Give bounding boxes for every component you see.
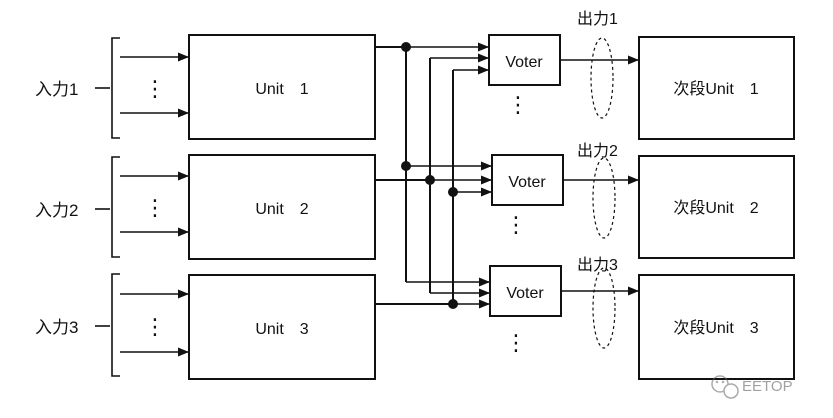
- output-label-3: 出力3: [577, 256, 618, 274]
- input-group-2: 入力2 ⋮: [35, 156, 190, 258]
- output-2: 出力2: [563, 142, 640, 239]
- next-stage-3: 次段Unit 3: [638, 274, 795, 380]
- junction-dot: [401, 42, 411, 52]
- next-stage-box-3: [638, 274, 795, 380]
- next-stage-label-1: 次段Unit 1: [673, 80, 758, 98]
- output-bundle-3: [592, 267, 616, 349]
- unit-1: Unit 1: [188, 34, 376, 140]
- input-bracket-3: [111, 273, 120, 377]
- unit-box-2: [188, 154, 376, 260]
- input-label-3: 入力3: [35, 318, 78, 337]
- watermark-text: EETOP: [742, 378, 793, 395]
- input-label-2: 入力2: [35, 201, 78, 220]
- input-group-3: 入力3 ⋮: [35, 273, 190, 377]
- input-group-1: 入力1 ⋮: [35, 37, 190, 139]
- voter-1: Voter ⋮: [488, 34, 561, 117]
- junction-dot: [448, 299, 458, 309]
- voter-label-2: Voter: [508, 174, 546, 191]
- voter-ellipsis-3: ⋮: [505, 330, 527, 355]
- watermark: EETOP: [711, 375, 793, 399]
- junction-dot: [401, 161, 411, 171]
- fanout-wiring: [375, 42, 493, 309]
- next-stage-label-3: 次段Unit 3: [673, 319, 758, 337]
- voter-label-1: Voter: [505, 54, 543, 71]
- voter-box-3: [489, 265, 562, 317]
- unit-box-1: [188, 34, 376, 140]
- output-1: 出力1: [560, 10, 640, 119]
- voter-ellipsis-2: ⋮: [505, 212, 527, 237]
- input-bracket-1: [111, 37, 120, 139]
- next-stage-1: 次段Unit 1: [638, 36, 795, 140]
- next-stage-label-2: 次段Unit 2: [673, 199, 758, 217]
- unit-label-1: Unit 1: [255, 81, 308, 98]
- output-label-2: 出力2: [577, 142, 618, 160]
- input-ellipsis-1: ⋮: [144, 76, 166, 101]
- voter-2: Voter ⋮: [491, 154, 564, 237]
- junction-dot: [425, 175, 435, 185]
- voter-3: Voter ⋮: [489, 265, 562, 355]
- output-bundle-1: [590, 37, 614, 119]
- voter-ellipsis-1: ⋮: [507, 92, 529, 117]
- voter-box-1: [488, 34, 561, 86]
- unit-3: Unit 3: [188, 274, 376, 380]
- output-3: 出力3: [561, 256, 640, 349]
- input-bracket-2: [111, 156, 120, 258]
- unit-label-3: Unit 3: [255, 321, 308, 338]
- next-stage-box-1: [638, 36, 795, 140]
- next-stage-2: 次段Unit 2: [638, 155, 795, 259]
- junction-dot: [448, 187, 458, 197]
- output-bundle-2: [592, 157, 616, 239]
- input-ellipsis-3: ⋮: [144, 314, 166, 339]
- input-label-1: 入力1: [35, 80, 78, 99]
- wechat-icon: [711, 375, 739, 399]
- next-stage-box-2: [638, 155, 795, 259]
- voter-label-3: Voter: [506, 285, 544, 302]
- output-label-1: 出力1: [577, 10, 618, 28]
- unit-label-2: Unit 2: [255, 201, 308, 218]
- unit-2: Unit 2: [188, 154, 376, 260]
- input-ellipsis-2: ⋮: [144, 195, 166, 220]
- unit-box-3: [188, 274, 376, 380]
